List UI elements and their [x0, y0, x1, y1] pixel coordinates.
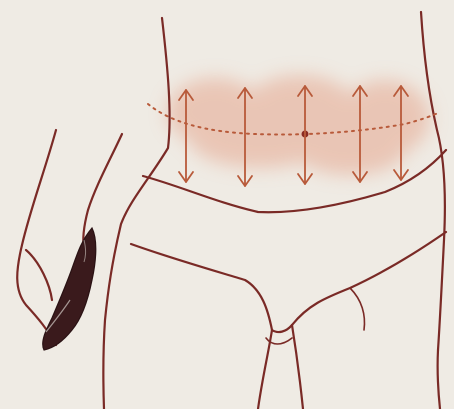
illustration-canvas: [0, 0, 454, 409]
